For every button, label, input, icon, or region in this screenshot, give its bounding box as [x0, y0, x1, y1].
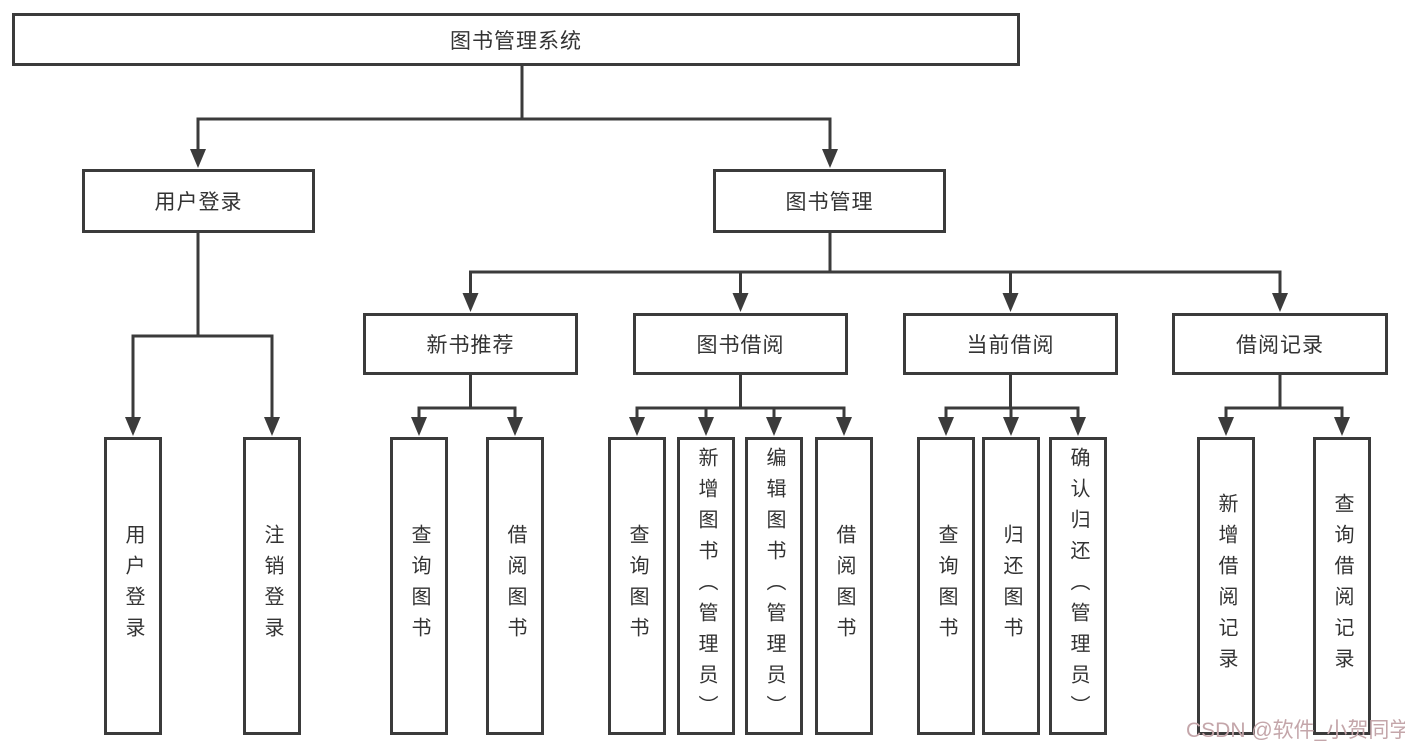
leaf-user-login: 用户登录 [104, 437, 162, 735]
node-label: 图书借阅 [696, 334, 785, 357]
arrow-down-icon [190, 149, 206, 168]
leaf-label: 新增图书（管理员） [695, 446, 717, 726]
connector-userlogin-to-leaves [125, 233, 280, 436]
leaf-add-borrow-record: 新增借阅记录 [1197, 437, 1255, 735]
watermark: CSDN @软件_小贺同学 [1186, 719, 1405, 742]
leaf-label: 查询图书 [408, 524, 430, 648]
node-label: 当前借阅 [966, 334, 1055, 357]
arrow-down-icon [836, 417, 852, 436]
arrow-down-icon [1334, 417, 1350, 436]
leaf-label: 编辑图书（管理员） [763, 446, 785, 726]
arrow-down-icon [125, 417, 141, 436]
leaf-query-books: 查询图书 [608, 437, 666, 735]
arrow-down-icon [732, 293, 749, 312]
leaf-label: 确认归还（管理员） [1067, 446, 1089, 726]
arrow-down-icon [507, 417, 523, 436]
arrow-down-icon [411, 417, 427, 436]
leaf-label: 归还图书 [1000, 524, 1022, 648]
node-borrow-records: 借阅记录 [1172, 313, 1388, 375]
node-label: 新书推荐 [426, 334, 515, 357]
leaf-borrow-books: 借阅图书 [815, 437, 873, 735]
node-root-label: 图书管理系统 [450, 29, 582, 53]
node-current-borrow: 当前借阅 [903, 313, 1118, 375]
node-label: 图书管理 [785, 191, 874, 214]
leaf-confirm-return-admin: 确认归还（管理员） [1049, 437, 1107, 735]
leaf-label: 用户登录 [122, 524, 144, 648]
arrow-down-icon [629, 417, 645, 436]
arrow-down-icon [1003, 417, 1019, 436]
node-new-book-recommend: 新书推荐 [363, 313, 578, 375]
arrow-down-icon [938, 417, 954, 436]
arrow-down-icon [698, 417, 714, 436]
node-label: 借阅记录 [1236, 334, 1324, 357]
leaf-label: 借阅图书 [504, 524, 526, 648]
leaf-return-books: 归还图书 [982, 437, 1040, 735]
arrow-down-icon [1272, 293, 1288, 312]
connector-root-to-level2 [190, 66, 838, 168]
leaf-add-books-admin: 新增图书（管理员） [677, 437, 735, 735]
node-user-login: 用户登录 [82, 169, 315, 233]
arrow-down-icon [264, 417, 280, 436]
arrow-down-icon [822, 149, 838, 168]
node-book-management: 图书管理 [713, 169, 946, 233]
arrow-down-icon [766, 417, 782, 436]
leaf-borrow-books: 借阅图书 [486, 437, 544, 735]
leaf-query-borrow-record: 查询借阅记录 [1313, 437, 1371, 735]
leaf-logout: 注销登录 [243, 437, 301, 735]
node-root: 图书管理系统 [12, 13, 1020, 66]
connector-bookmgmt-to-level3 [462, 233, 1288, 312]
leaf-label: 查询借阅记录 [1331, 493, 1353, 679]
connector-currentborrow-to-leaves [938, 375, 1086, 436]
arrow-down-icon [1070, 417, 1086, 436]
node-book-borrow: 图书借阅 [633, 313, 848, 375]
arrow-down-icon [1218, 417, 1234, 436]
leaf-label: 注销登录 [261, 524, 283, 648]
arrow-down-icon [1002, 293, 1019, 312]
node-label: 用户登录 [154, 191, 243, 214]
leaf-label: 新增借阅记录 [1215, 493, 1237, 679]
connector-bookborrow-to-leaves [629, 375, 852, 436]
connector-borrowrecords-to-leaves [1218, 375, 1350, 436]
leaf-query-books: 查询图书 [917, 437, 975, 735]
leaf-label: 查询图书 [626, 524, 648, 648]
arrow-down-icon [462, 293, 479, 312]
connector-newbook-to-leaves [411, 375, 523, 436]
leaf-label: 借阅图书 [833, 524, 855, 648]
leaf-label: 查询图书 [935, 524, 957, 648]
leaf-query-books: 查询图书 [390, 437, 448, 735]
leaf-edit-books-admin: 编辑图书（管理员） [745, 437, 803, 735]
